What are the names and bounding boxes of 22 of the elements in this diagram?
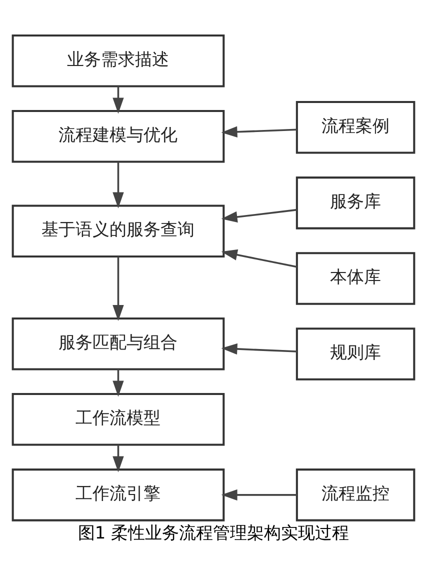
node-box: 规则库 xyxy=(296,327,416,380)
arrow xyxy=(112,256,124,321)
node-box: 流程案例 xyxy=(296,100,416,154)
arrow xyxy=(221,126,297,137)
node-box: 工作流引擎 xyxy=(12,468,225,521)
arrow xyxy=(112,161,124,208)
arrow xyxy=(112,368,124,396)
arrow xyxy=(112,86,124,114)
node-box: 服务匹配与组合 xyxy=(12,316,225,370)
node-box: 流程建模与优化 xyxy=(12,110,225,162)
arrow xyxy=(221,248,298,268)
node-box: 业务需求描述 xyxy=(12,34,225,87)
caption: 图1 柔性业务流程管理架构实现过程 xyxy=(78,522,350,542)
node-box: 服务库 xyxy=(296,176,416,229)
arrow xyxy=(221,488,297,500)
arrow xyxy=(221,342,297,354)
node-box: 本体库 xyxy=(296,252,416,304)
node-box: 工作流模型 xyxy=(12,392,225,446)
arrow xyxy=(221,208,298,222)
node-box: 流程监控 xyxy=(296,468,416,521)
node-box: 基于语义的服务查询 xyxy=(12,204,225,257)
arrow xyxy=(112,444,124,472)
